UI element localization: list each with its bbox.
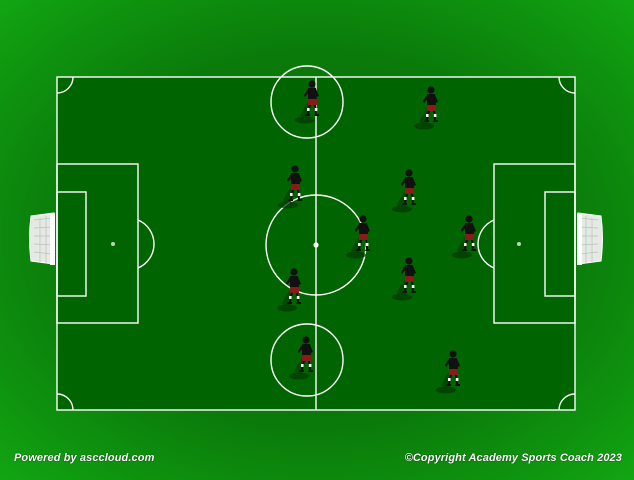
left-penalty-arc (137, 219, 155, 269)
pitch-markings (56, 65, 576, 411)
left-goal-area (56, 191, 87, 297)
right-penalty-spot (517, 242, 521, 246)
left-goal (29, 212, 55, 265)
corner-arc-top-right (558, 76, 576, 94)
right-goal-area (544, 191, 576, 297)
center-spot (313, 242, 319, 248)
corner-arc-bottom-left (56, 393, 74, 411)
right-penalty-arc (477, 219, 495, 269)
powered-by-text: Powered by asccloud.com (14, 452, 155, 464)
corner-arc-bottom-right (558, 393, 576, 411)
top-touchline-circle (270, 65, 344, 139)
copyright-text: ©Copyright Academy Sports Coach 2023 (404, 452, 622, 464)
left-penalty-spot (111, 242, 115, 246)
bottom-touchline-circle (270, 323, 344, 397)
corner-arc-top-left (56, 76, 74, 94)
right-goal (577, 212, 603, 265)
